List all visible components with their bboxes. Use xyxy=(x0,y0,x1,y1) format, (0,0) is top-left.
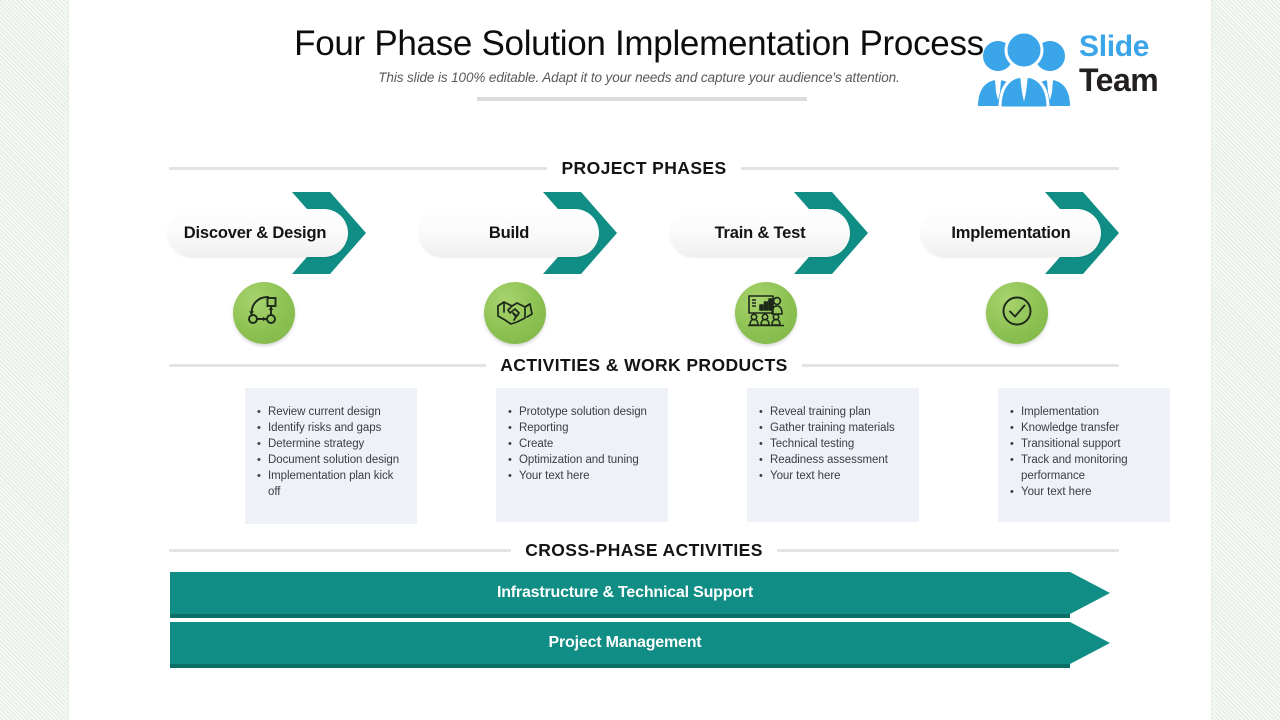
title-underline-rule xyxy=(477,97,807,101)
heading-rule-left xyxy=(169,167,548,170)
phase-icon-row xyxy=(164,282,1124,352)
activity-list-4: Implementation Knowledge transfer Transi… xyxy=(1010,404,1160,500)
list-item: Transitional support xyxy=(1010,436,1160,452)
list-item: Your text here xyxy=(508,468,658,484)
activities-heading: ACTIVITIES & WORK PRODUCTS xyxy=(169,355,1119,376)
list-item: Readiness assessment xyxy=(759,452,909,468)
heading-rule-right xyxy=(776,549,1119,552)
slideteam-logo: Slide Team xyxy=(974,28,1189,118)
activity-list-3: Reveal training plan Gather training mat… xyxy=(759,404,909,484)
activity-box-3: Reveal training plan Gather training mat… xyxy=(747,388,919,522)
list-item: Reporting xyxy=(508,420,658,436)
arrow-bar-shape xyxy=(170,622,1110,664)
project-phases-heading: PROJECT PHASES xyxy=(169,158,1119,179)
phase-icon-badge-4 xyxy=(986,282,1048,344)
phase-pill-3[interactable]: Train & Test xyxy=(670,209,850,257)
arrow-bar-shape xyxy=(170,572,1110,614)
process-flow-icon xyxy=(246,294,282,333)
activity-list-1: Review current design Identify risks and… xyxy=(257,404,407,500)
heading-rule-right xyxy=(740,167,1119,170)
logo-team-word: Team xyxy=(1079,62,1159,98)
phase-item-4[interactable]: Implementation xyxy=(921,188,1131,278)
activity-box-4: Implementation Knowledge transfer Transi… xyxy=(998,388,1170,522)
list-item: Implementation plan kick off xyxy=(257,468,407,500)
list-item: Identify risks and gaps xyxy=(257,420,407,436)
cross-phase-bar-1[interactable]: Infrastructure & Technical Support xyxy=(170,572,1110,618)
list-item: Gather training materials xyxy=(759,420,909,436)
heading-rule-left xyxy=(169,364,487,367)
list-item: Reveal training plan xyxy=(759,404,909,420)
phase-pill-2[interactable]: Build xyxy=(419,209,599,257)
list-item: Review current design xyxy=(257,404,407,420)
left-band-edge xyxy=(68,0,69,720)
phase-label-4: Implementation xyxy=(951,223,1071,242)
cross-phase-bar-label-1: Infrastructure & Technical Support xyxy=(496,584,754,601)
arrow-bar-shadow xyxy=(170,664,1070,668)
left-texture-band xyxy=(0,0,68,720)
phase-icon-badge-3 xyxy=(735,282,797,344)
check-circle-icon xyxy=(1000,294,1034,333)
cross-phase-heading: CROSS-PHASE ACTIVITIES xyxy=(169,540,1119,561)
list-item: Technical testing xyxy=(759,436,909,452)
list-item: Implementation xyxy=(1010,404,1160,420)
list-item: Optimization and tuning xyxy=(508,452,658,468)
phase-label-2: Build xyxy=(488,223,530,242)
phase-item-1[interactable]: Discover & Design xyxy=(168,188,378,278)
slide-content-area: Four Phase Solution Implementation Proce… xyxy=(69,0,1211,720)
activities-heading-label: ACTIVITIES & WORK PRODUCTS xyxy=(500,355,788,375)
list-item: Determine strategy xyxy=(257,436,407,452)
cross-phase-bar-2[interactable]: Project Management xyxy=(170,622,1110,668)
list-item: Your text here xyxy=(759,468,909,484)
cross-phase-heading-label: CROSS-PHASE ACTIVITIES xyxy=(525,540,763,560)
list-item: Your text here xyxy=(1010,484,1160,500)
list-item: Document solution design xyxy=(257,452,407,468)
activity-boxes-row: Review current design Identify risks and… xyxy=(164,388,1170,528)
handshake-icon xyxy=(496,295,534,332)
list-item: Knowledge transfer xyxy=(1010,420,1160,436)
slide-title: Four Phase Solution Implementation Proce… xyxy=(294,24,984,63)
heading-rule-left xyxy=(169,549,512,552)
list-item: Create xyxy=(508,436,658,452)
arrow-bar-shadow xyxy=(170,614,1070,618)
logo-wordmark: Slide Team xyxy=(1079,30,1159,98)
phase-item-3[interactable]: Train & Test xyxy=(670,188,880,278)
cross-phase-bar-label-2: Project Management xyxy=(548,634,702,651)
cross-phase-bars: Infrastructure & Technical Support Proje… xyxy=(164,572,1124,682)
three-people-icon xyxy=(974,30,1074,115)
phase-icon-badge-2 xyxy=(484,282,546,344)
list-item: Prototype solution design xyxy=(508,404,658,420)
right-band-edge xyxy=(1211,0,1212,720)
right-texture-band xyxy=(1212,0,1280,720)
phase-row: Discover & Design Build xyxy=(164,188,1124,278)
phase-item-2[interactable]: Build xyxy=(419,188,629,278)
slide-subtitle: This slide is 100% editable. Adapt it to… xyxy=(378,70,900,85)
phase-pill-4[interactable]: Implementation xyxy=(921,209,1101,257)
activity-box-1: Review current design Identify risks and… xyxy=(245,388,417,524)
heading-rule-right xyxy=(801,364,1119,367)
training-presentation-icon xyxy=(747,294,785,333)
activity-box-2: Prototype solution design Reporting Crea… xyxy=(496,388,668,522)
list-item: Track and monitoring performance xyxy=(1010,452,1160,484)
activity-list-2: Prototype solution design Reporting Crea… xyxy=(508,404,658,484)
project-phases-label: PROJECT PHASES xyxy=(561,158,727,178)
phase-icon-badge-1 xyxy=(233,282,295,344)
phase-label-3: Train & Test xyxy=(714,223,806,242)
phase-pill-1[interactable]: Discover & Design xyxy=(168,209,348,257)
logo-slide-word: Slide xyxy=(1079,30,1150,63)
phase-label-1: Discover & Design xyxy=(183,223,327,242)
